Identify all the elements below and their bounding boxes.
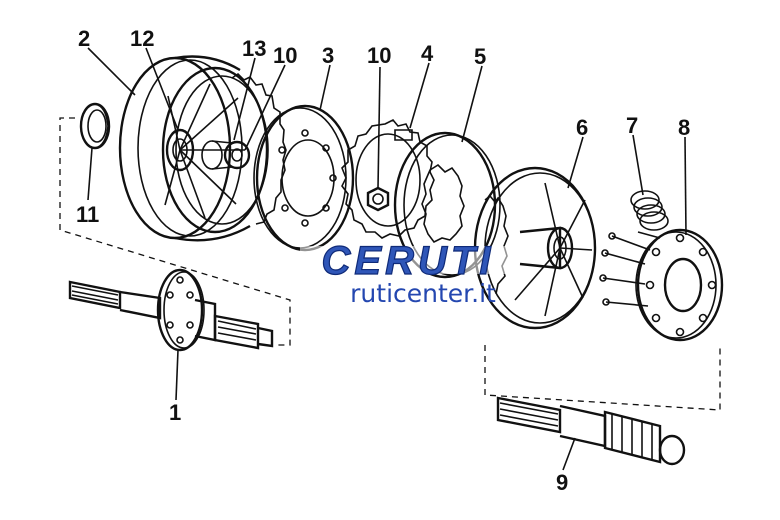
callout-8: 8	[678, 115, 690, 140]
callout-3: 3	[322, 43, 334, 68]
part-1-input-shaft	[68, 268, 274, 352]
watermark-logo: CERUTI	[322, 239, 495, 283]
callout-10-left: 10	[273, 43, 297, 68]
callout-2: 2	[78, 26, 90, 51]
watermark-url: ruticenter.it	[350, 279, 496, 308]
part-4-toothed-plate	[341, 119, 435, 239]
callout-4: 4	[421, 41, 434, 66]
part-13-hub-spacer	[201, 140, 251, 170]
callout-1: 1	[169, 400, 181, 425]
part-8-spring-plate	[599, 228, 724, 342]
part-2-clutch-housing	[118, 55, 287, 242]
part-3-pressure-plate	[253, 104, 355, 252]
part-7-spring	[630, 190, 669, 231]
callout-leader-lines	[87, 47, 687, 471]
callout-7: 7	[626, 113, 638, 138]
callout-12: 12	[130, 26, 154, 51]
callout-10-right: 10	[367, 43, 391, 68]
callout-6: 6	[576, 115, 588, 140]
part-11-seal-ring	[79, 102, 111, 150]
callout-labels: 2 12 13 10 3 10 4 5 6 7 8 11 1 9	[76, 26, 690, 495]
callout-5: 5	[474, 44, 486, 69]
callout-9: 9	[556, 470, 568, 495]
callout-13: 13	[242, 36, 266, 61]
part-9-output-shaft	[496, 396, 686, 466]
callout-11: 11	[76, 202, 99, 227]
part-10-nut	[366, 186, 390, 212]
assembly-guide-lines	[59, 117, 721, 411]
watermark: CERUTI ruticenter.it	[300, 238, 516, 308]
